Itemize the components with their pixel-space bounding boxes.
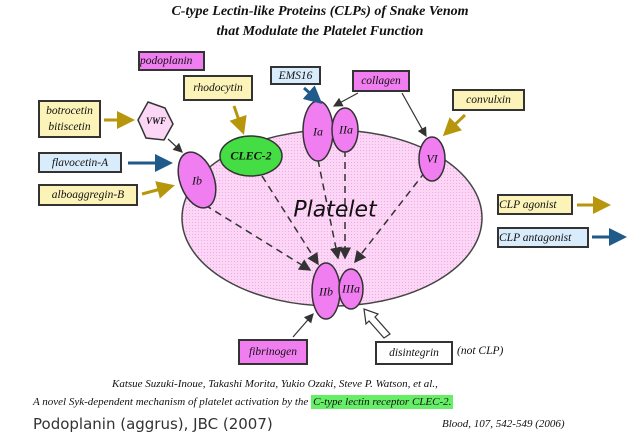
agonist-arrow [141, 181, 175, 199]
ligand-convulxin-text: convulxin [466, 94, 511, 106]
signaling-lines [204, 150, 426, 271]
receptor-ib [177, 151, 217, 209]
receptor-clec2-label: CLEC-2 [230, 148, 272, 163]
receptor-iiia-label: IIIa [342, 281, 360, 296]
arrow [401, 92, 427, 138]
platelet-label: Platelet [293, 197, 377, 223]
ligand-botrocetin-bitiscetin: botrocetin bitiscetin [38, 100, 101, 138]
ligand-alboaggregin-b: alboaggregin-B [38, 184, 138, 206]
title-line-1: C-type Lectin-like Proteins (CLPs) of Sn… [171, 4, 469, 19]
ligand-botrocetin-text: botrocetin [46, 105, 93, 117]
receptor-iib-label: IIb [319, 284, 333, 299]
receptor-vi [418, 136, 446, 182]
agonist-arrow [442, 113, 467, 137]
receptor-clec2 [219, 135, 283, 177]
ligand-rhodocytin: rhodocytin [183, 75, 253, 101]
citation-highlight: C-type lectin receptor CLEC-2. [311, 395, 454, 409]
ligand-disintegrin-text: disintegrin [389, 347, 439, 359]
agonist-arrow [229, 105, 247, 135]
ligand-podoplanin-text: podoplanin [140, 55, 193, 67]
disintegrin-hollow-arrow [363, 308, 391, 339]
ligand-fibrinogen: fibrinogen [238, 339, 308, 365]
ligand-ems16-text: EMS16 [278, 69, 313, 82]
legend-antagonist-text: CLP antagonist [499, 231, 572, 244]
receptor-iia [331, 107, 359, 153]
receptor-vi-label: VI [426, 151, 438, 166]
legend-agonist: CLP agonist [497, 194, 573, 215]
citation-title: A novel Syk-dependent mechanism of plate… [33, 395, 454, 409]
ligand-bitiscetin-text: bitiscetin [48, 121, 91, 133]
ligand-collagen-text: collagen [361, 75, 401, 87]
ligand-convulxin: convulxin [452, 89, 525, 111]
receptor-ib-label: Ib [192, 173, 202, 188]
citation-title-text: A novel Syk-dependent mechanism of plate… [33, 396, 309, 408]
citation-journal: Blood, 107, 542-549 (2006) [442, 418, 565, 430]
legend-agonist-text: CLP agonist [499, 198, 557, 211]
vwf-label: VWF [145, 116, 167, 126]
ligand-ems16: EMS16 [270, 66, 321, 85]
arrow [167, 138, 183, 153]
ligand-alboaggregin-text: alboaggregin-B [51, 189, 125, 201]
vwf-hexagon [137, 101, 174, 141]
receptor-iiia [338, 268, 364, 310]
citation-overlay: Podoplanin (aggrus), JBC (2007) [33, 415, 273, 433]
legend-antagonist: CLP antagonist [497, 227, 589, 248]
arrow [292, 313, 314, 338]
arrow [332, 92, 359, 107]
ligand-flavocetin-text: flavocetin-A [51, 156, 109, 169]
receptor-ia-label: Ia [313, 124, 323, 139]
title-line-2: that Modulate the Platelet Function [216, 24, 424, 39]
antagonist-arrow [302, 85, 323, 104]
ligand-disintegrin: disintegrin [375, 341, 453, 365]
receptor-iia-label: IIa [339, 122, 353, 137]
ligand-rhodocytin-text: rhodocytin [193, 82, 243, 94]
ligand-fibrinogen-text: fibrinogen [249, 346, 297, 358]
ligand-flavocetin-a: flavocetin-A [38, 152, 122, 173]
citation-authors: Katsue Suzuki-Inoue, Takashi Morita, Yuk… [112, 378, 438, 390]
disintegrin-note: (not CLP) [457, 345, 504, 357]
ligand-collagen: collagen [352, 70, 410, 92]
ligand-podoplanin: podoplanin [138, 51, 205, 71]
